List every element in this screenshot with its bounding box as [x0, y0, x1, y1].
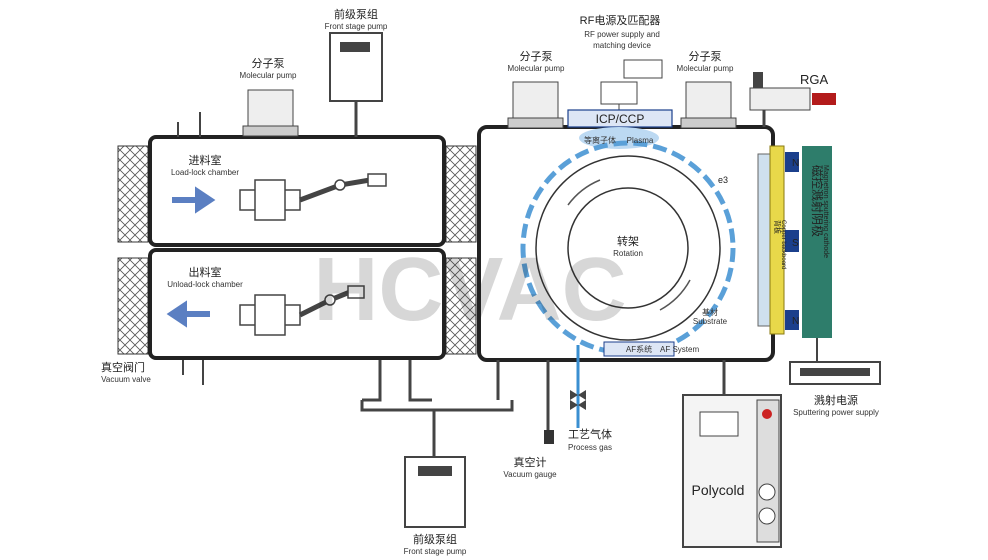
label-af: AF系统 — [626, 344, 652, 354]
label-cathode: 磁控溅射阴极 — [810, 165, 825, 237]
af-system-box — [603, 341, 675, 357]
front-stage-pump-top — [329, 32, 383, 137]
label-vacuum-valve-en: Vacuum valve — [101, 375, 151, 384]
label-backplate: 背板 — [773, 220, 782, 234]
mid-flange-bottom — [445, 257, 477, 355]
label-unload-en: Unload-lock chamber — [167, 280, 243, 289]
copper-backplate — [769, 145, 785, 335]
left-flange-bottom — [117, 257, 149, 355]
unload-lock-chamber — [148, 248, 446, 360]
label-e3: e3 — [718, 175, 728, 185]
label-magnet-n1: N — [792, 158, 799, 169]
label-sputter-ps: 溅射电源 — [814, 393, 858, 407]
label-front-pump-top-en: Front stage pump — [325, 22, 388, 31]
molecular-pump-right — [680, 81, 737, 129]
label-mol-pump-left: 分子泵 — [252, 57, 285, 70]
label-unload: 出料室 — [189, 265, 222, 279]
rotation-rack-inner — [567, 187, 689, 309]
rga-unit — [749, 72, 836, 127]
label-rotation-en: Rotation — [613, 249, 643, 258]
rotation-arrow-1 — [567, 179, 601, 206]
label-magnet-s: S — [792, 238, 799, 249]
magnet-n-top — [785, 152, 799, 172]
label-mol-pump-mid-en: Molecular pump — [508, 64, 565, 73]
label-load-en: Load-lock chamber — [171, 168, 239, 177]
mid-flange-top — [445, 145, 477, 243]
label-rga: RGA — [800, 72, 829, 87]
molecular-pump-left — [242, 89, 299, 137]
label-front-pump-bottom: 前级泵组 — [413, 532, 457, 546]
rotation-arrow-2 — [659, 279, 691, 311]
polycold-unit — [682, 394, 782, 548]
label-vacuum-valve: 真空阀门 — [101, 360, 145, 374]
label-vacuum-gauge-en: Vacuum gauge — [503, 470, 557, 479]
label-rf-en2: matching device — [593, 41, 651, 50]
rf-power-supply — [600, 59, 663, 111]
label-sputter-ps-en: Sputtering power supply — [793, 408, 879, 417]
magnet-n-bottom — [785, 310, 799, 330]
label-af-en: AF System — [660, 345, 699, 354]
label-rf-en1: RF power supply and — [584, 30, 660, 39]
icp-source-box — [567, 109, 673, 128]
unload-arrow — [166, 300, 210, 328]
label-front-pump-bottom-en: Front stage pump — [404, 547, 467, 556]
label-rf: RF电源及匹配器 — [580, 13, 661, 27]
label-plasma-en: Plasma — [627, 136, 654, 145]
label-mol-pump-mid: 分子泵 — [520, 50, 553, 63]
target — [757, 153, 771, 327]
label-vacuum-gauge: 真空计 — [514, 455, 547, 469]
label-magnet-n2: N — [792, 316, 799, 327]
front-stage-pump-bottom — [404, 456, 466, 528]
gas-valve-icon — [570, 390, 586, 410]
label-cathode-en: Magnetron sputtering cathode — [822, 165, 829, 258]
label-mol-pump-right-en: Molecular pump — [677, 64, 734, 73]
label-substrate: 基材 — [702, 307, 718, 317]
label-mol-pump-left-en: Molecular pump — [240, 71, 297, 80]
vacuum-gauge — [544, 430, 554, 444]
label-process-gas-en: Process gas — [568, 443, 612, 452]
label-front-pump-top: 前级泵组 — [334, 7, 378, 21]
label-process-gas: 工艺气体 — [568, 427, 612, 441]
bottom-pipework — [360, 360, 726, 457]
unload-robot-arm — [239, 285, 365, 336]
label-polycold: Polycold — [692, 482, 745, 498]
label-backplate-en: Copper backboard — [780, 220, 786, 269]
label-rotation: 转架 — [617, 234, 639, 248]
load-robot-arm — [239, 173, 387, 221]
label-icp: ICP/CCP — [596, 112, 645, 126]
label-mol-pump-right: 分子泵 — [689, 50, 722, 63]
label-plasma: 等离子体 — [584, 135, 616, 145]
left-flange-top — [117, 145, 149, 243]
rotation-rack-outer — [535, 155, 721, 341]
load-arrow — [172, 186, 216, 214]
magnet-s — [785, 230, 799, 252]
label-substrate-en: Substrate — [693, 317, 728, 326]
label-load: 进料室 — [189, 153, 222, 167]
watermark: HCVAC — [313, 240, 626, 340]
molecular-pump-mid — [507, 81, 564, 129]
magnetron-cathode — [802, 146, 832, 338]
